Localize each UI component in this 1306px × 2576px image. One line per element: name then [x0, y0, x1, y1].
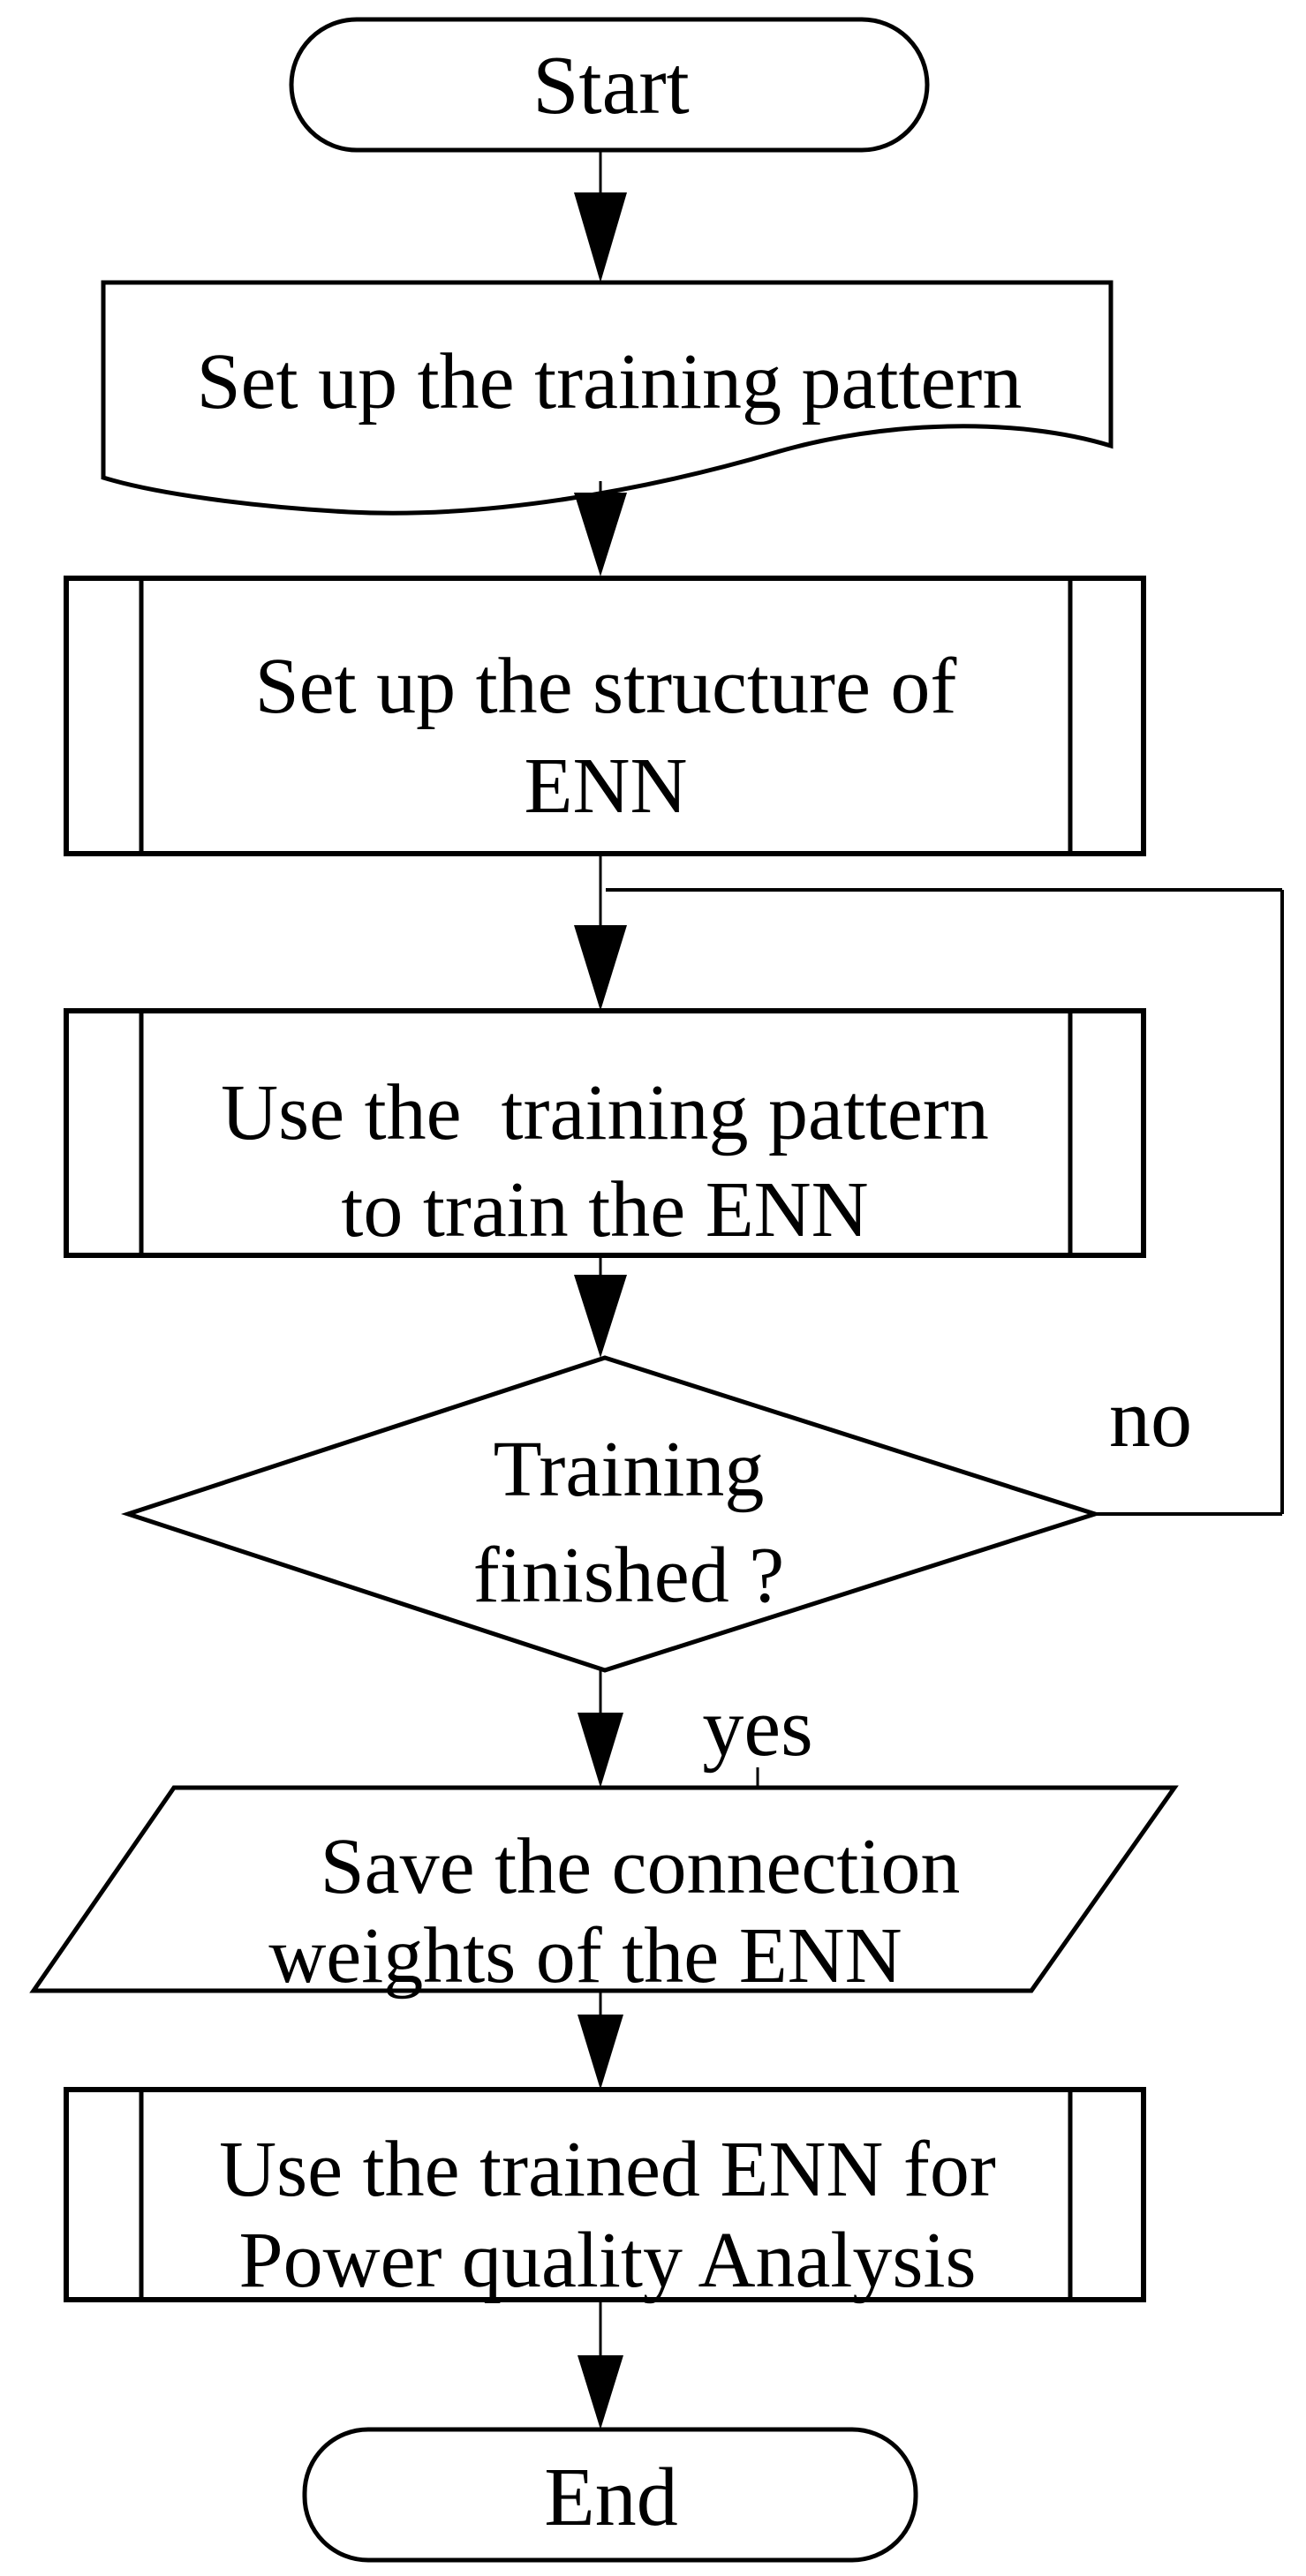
- train-line2: to train the ENN: [341, 1166, 868, 1254]
- train-line1: Use the training pattern: [221, 1069, 989, 1156]
- decision-line1: Training: [494, 1426, 765, 1513]
- save-weights-line2: weights of the ENN: [268, 1912, 902, 2000]
- analysis-line1: Use the trained ENN for: [219, 2126, 996, 2213]
- arrowhead-down-icon: [578, 1713, 623, 1788]
- end-label: End: [544, 2452, 677, 2543]
- analysis-line2: Power quality Analysis: [239, 2217, 977, 2304]
- edge-label-no: no: [1109, 1373, 1192, 1465]
- setup-pattern-label: Set up the training pattern: [197, 338, 1023, 426]
- save-weights-line1: Save the connection: [321, 1823, 961, 1910]
- arrowhead-down-icon: [578, 2015, 623, 2090]
- arrowhead-down-icon: [574, 192, 627, 282]
- edge-label-yes: yes: [702, 1682, 812, 1774]
- arrowhead-down-icon: [574, 493, 627, 576]
- setup-structure-shape: [64, 576, 1146, 856]
- decision-diamond-shape: [120, 1355, 1103, 1673]
- train-shape: [64, 1008, 1146, 1258]
- arrowhead-down-icon: [574, 925, 627, 1011]
- start-label: Start: [532, 40, 690, 132]
- save-weights-shape: [29, 1785, 1179, 1993]
- analysis-shape: [64, 2087, 1146, 2302]
- decision-line2: finished ?: [473, 1532, 784, 1619]
- setup-structure-line2: ENN: [525, 742, 688, 830]
- end-terminator-shape: [302, 2427, 918, 2563]
- arrowhead-down-icon: [574, 1275, 627, 1358]
- start-terminator-shape: [289, 17, 930, 153]
- setup-structure-line1: Set up the structure of: [255, 643, 957, 730]
- arrowhead-down-icon: [578, 2355, 623, 2429]
